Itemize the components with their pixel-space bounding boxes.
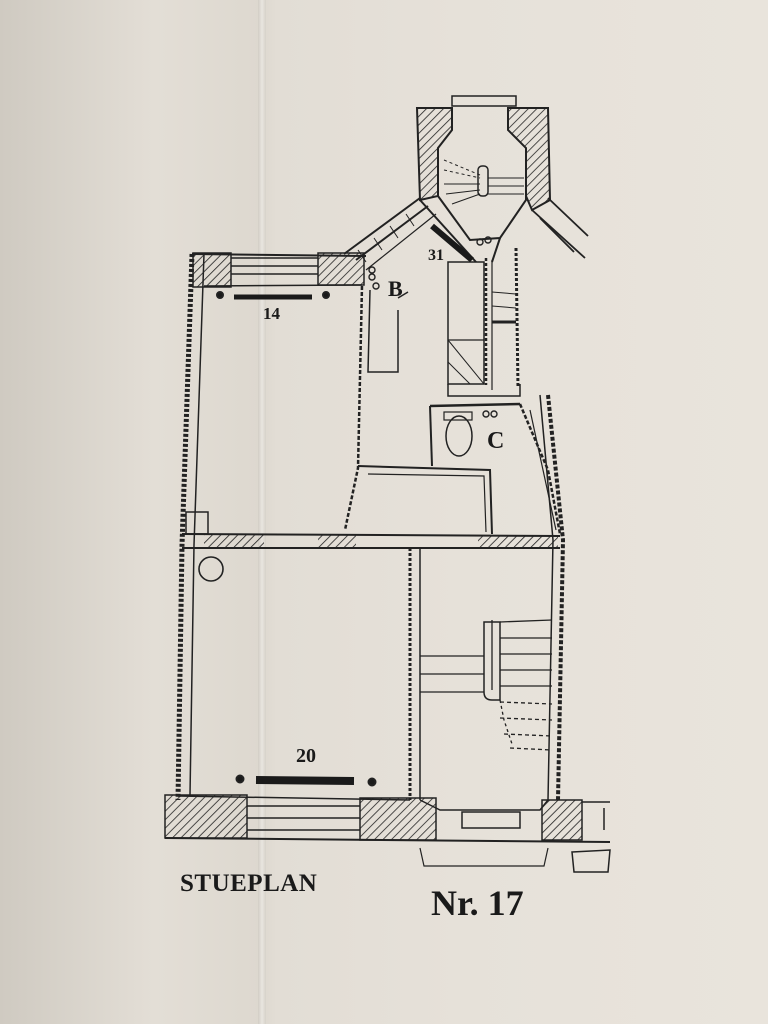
- plan-title: STUEPLAN: [180, 870, 318, 897]
- pipe-markers: [368, 236, 498, 418]
- room-label-c: C: [487, 428, 505, 454]
- stove-circle: [198, 556, 224, 582]
- upper-window: [231, 257, 318, 275]
- plan-number: Nr. 17: [431, 883, 524, 923]
- room-label-31: 31: [428, 247, 444, 264]
- right-edge-details: [571, 801, 611, 873]
- radiator-20: [235, 774, 377, 787]
- service-strip: [429, 247, 562, 535]
- paper-fold: [258, 0, 266, 1024]
- hatched-walls: [164, 107, 583, 841]
- hallway-partition: [357, 465, 493, 535]
- lower-window: [247, 805, 360, 831]
- radiator-31: [430, 223, 474, 263]
- middle-wall: [181, 511, 561, 549]
- room-label-20: 20: [296, 745, 316, 767]
- diagonal-corridor: [343, 197, 437, 271]
- staircase: [420, 619, 553, 751]
- room-label-14: 14: [263, 304, 280, 323]
- room-label-b: B: [388, 276, 403, 301]
- room-14-right-wall: [343, 285, 409, 531]
- radiator-14: [216, 291, 330, 300]
- right-wing-walls: [531, 197, 589, 259]
